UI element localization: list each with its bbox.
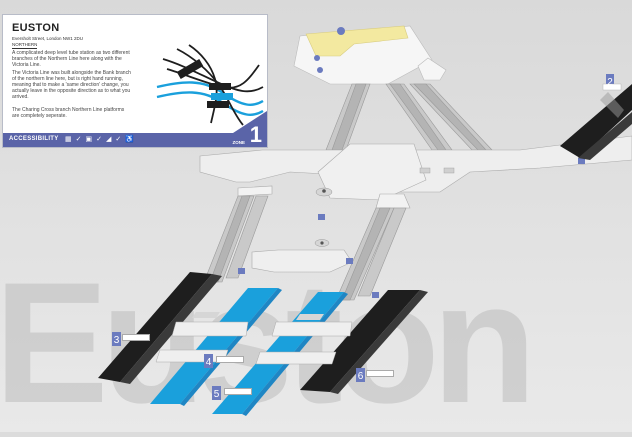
platform-badges: 3 4 5 6 2 [112,77,613,400]
station-name-watermark: Euston [0,247,529,432]
platform-upper-right [560,74,632,160]
description-paragraph: The Charing Cross branch Northern Line p… [12,107,125,119]
zone-number: 1 [249,122,262,147]
zone-corner [233,111,267,133]
line-label: NORTHERN [12,42,38,49]
svg-text:5: 5 [214,389,220,400]
check-icon: ✓ [96,136,102,143]
accessibility-label: ACCESSIBILITY [9,136,59,142]
landing [238,249,379,298]
description-paragraph: The Victoria Line was built alongside th… [12,70,131,100]
platforms-lower [98,272,428,416]
ticket-hall [293,25,447,85]
escalator-icon: ◢ [106,136,112,143]
platform-callout [366,370,394,377]
svg-text:4: 4 [206,357,212,368]
zone-label: ZONE [232,140,245,145]
platform-callout [224,388,252,395]
svg-text:2: 2 [607,77,613,88]
platform-callout [216,356,244,363]
accessibility-icons: ▦ ✓ ▣ ✓ ◢ ✓ ♿ [65,135,134,145]
check-icon: ✓ [115,136,122,143]
wheelchair-icon: ♿ [125,136,134,143]
check-icon: ✓ [75,136,82,143]
station-title: EUSTON [12,22,60,34]
concourse [199,135,632,247]
escalators-lower [203,195,407,301]
svg-text:3: 3 [114,335,120,346]
station-address: Eversholt Street, London NW1 2DU [12,36,84,41]
lift-icon: ▣ [85,136,93,143]
stairs-icon: ▦ [65,136,72,143]
svg-text:6: 6 [358,371,364,382]
description-paragraph: A complicated deep level tube station as… [12,50,130,68]
escalators-upper [325,83,493,151]
platform-callout [122,334,150,341]
accessibility-bar: ACCESSIBILITY ▦ ✓ ▣ ✓ ◢ ✓ ♿ ZONE 1 [3,124,267,147]
station-info-panel: EUSTON Eversholt Street, London NW1 2DU … [2,14,268,148]
